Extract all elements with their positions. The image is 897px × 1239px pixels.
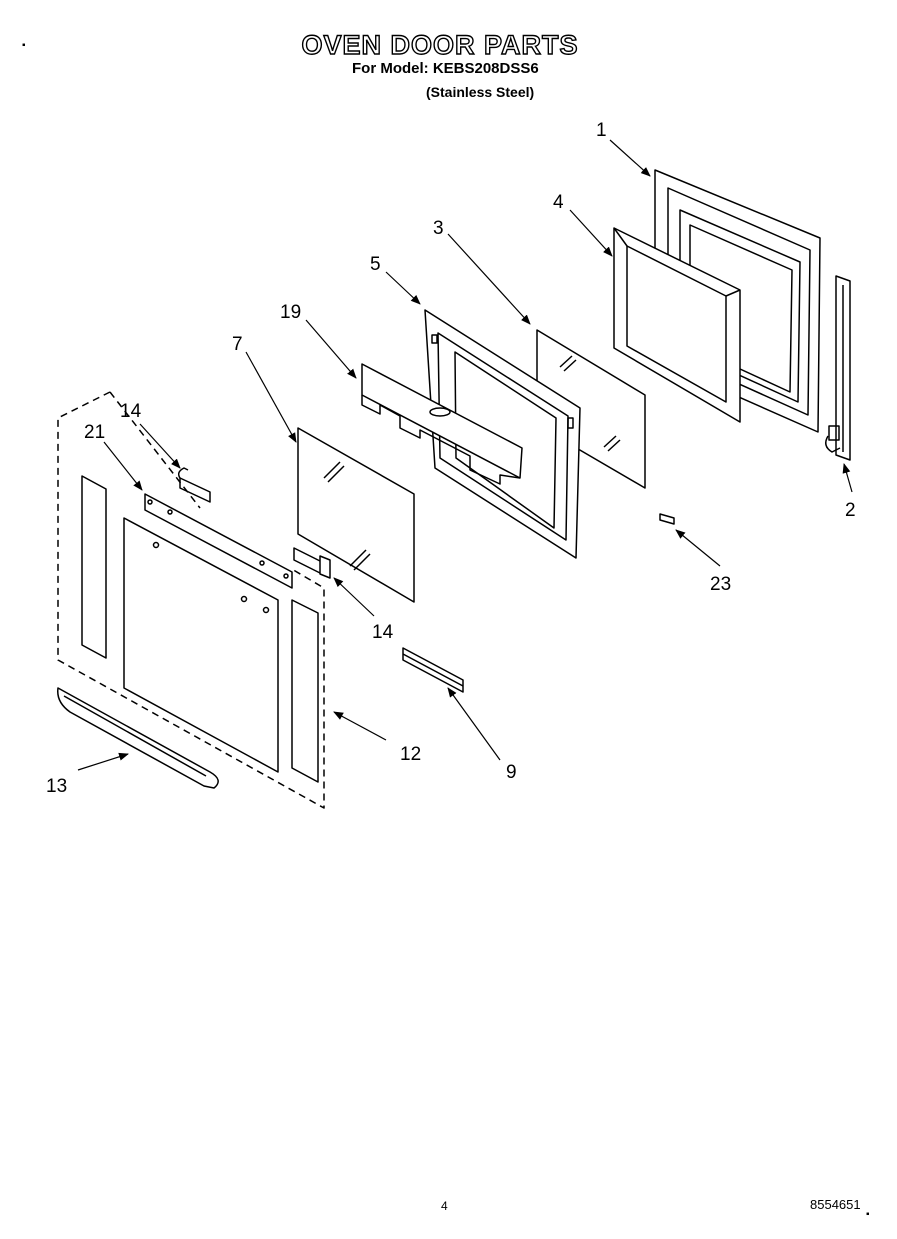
part-13-handle — [57, 687, 219, 789]
callout-1: 1 — [596, 120, 607, 141]
callout-2: 2 — [845, 500, 856, 521]
callout-9: 9 — [506, 762, 517, 783]
corner-mark-bottom: ▪ — [866, 1209, 870, 1220]
callout-13: 13 — [46, 776, 67, 797]
finish-subtitle: (Stainless Steel) — [426, 84, 535, 100]
part-12-outer-door-assembly — [57, 391, 325, 809]
leader-9 — [447, 687, 501, 761]
document-code: 8554651 — [810, 1197, 861, 1212]
leader-14a — [139, 423, 181, 469]
callout-14-top: 14 — [120, 401, 142, 422]
callout-21: 21 — [84, 422, 105, 443]
callout-14-middle: 14 — [372, 622, 394, 643]
corner-mark: ▪ — [22, 40, 26, 51]
leader-1 — [609, 139, 651, 177]
callout-23: 23 — [710, 574, 731, 595]
leader-7 — [245, 351, 297, 443]
leader-12 — [333, 711, 387, 741]
leader-2 — [842, 463, 853, 493]
callout-4: 4 — [553, 192, 564, 213]
part-14-bracket-top — [177, 467, 211, 503]
part-9-vent-strip — [402, 647, 464, 693]
callout-12: 12 — [400, 744, 421, 765]
page-title: OVEN DOOR PARTS — [301, 29, 579, 60]
part-21-trim-strip — [144, 493, 293, 589]
part-14-clip — [293, 547, 331, 579]
callout-19: 19 — [280, 302, 301, 323]
leader-13 — [77, 752, 129, 771]
callout-7: 7 — [232, 334, 243, 355]
leader-19 — [305, 319, 357, 379]
callout-5: 5 — [370, 254, 381, 275]
leader-14b — [333, 577, 375, 617]
leader-21 — [103, 441, 143, 491]
part-7-window-glass — [297, 427, 415, 603]
leader-4 — [569, 209, 613, 257]
leader-5 — [385, 271, 421, 305]
page-number: 4 — [441, 1199, 448, 1213]
leader-3 — [447, 233, 531, 325]
callout-3: 3 — [433, 218, 444, 239]
part-2-hinge-rail — [825, 275, 851, 461]
model-subtitle: For Model: KEBS208DSS6 — [352, 60, 539, 77]
part-19-baffle — [361, 363, 523, 485]
leader-23 — [675, 529, 721, 567]
part-23-small-clip — [659, 513, 675, 525]
part-4-inner-frame — [613, 227, 741, 423]
